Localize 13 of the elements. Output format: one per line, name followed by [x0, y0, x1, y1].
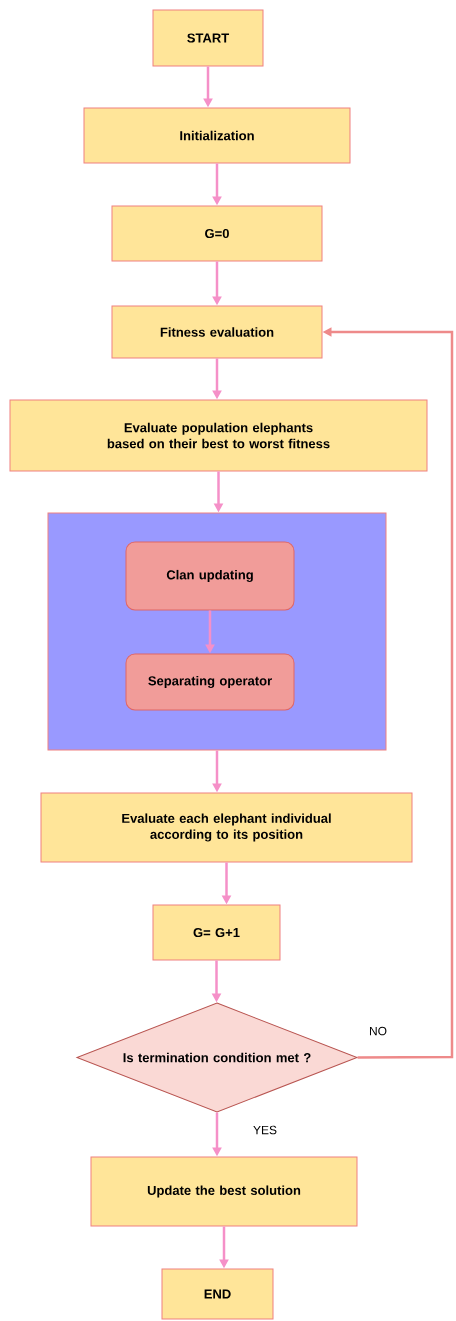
- edge-label: YES: [252, 1124, 278, 1136]
- terminal-box: END: [161, 1268, 274, 1320]
- process-box: Evaluate population elephants based on their best to worst fitness: [9, 399, 428, 472]
- process-box: G= G+1: [152, 904, 281, 961]
- process-box: Evaluate each elephant individual according to its position: [40, 792, 413, 863]
- process-box: Initialization: [83, 107, 351, 164]
- terminal-box: START: [152, 9, 264, 67]
- edge-label: NO: [368, 1025, 388, 1037]
- process-box: Clan updating: [125, 541, 295, 611]
- process-box: Separating operator: [125, 653, 295, 711]
- process-box: G=0: [111, 205, 323, 262]
- process-box: Fitness evaluation: [111, 305, 323, 359]
- process-box: Update the best solution: [90, 1156, 358, 1227]
